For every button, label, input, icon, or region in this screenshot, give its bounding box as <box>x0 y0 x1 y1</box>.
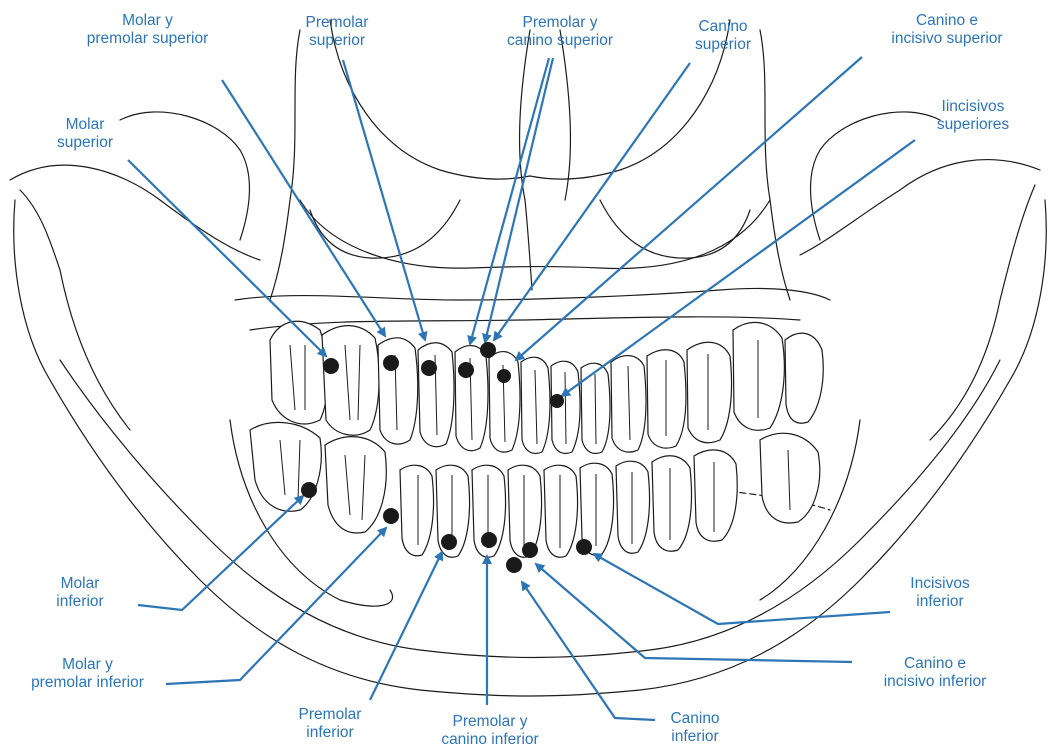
dot-canino-inferior <box>506 557 522 573</box>
label-molar-superior: Molar superior <box>30 116 140 152</box>
dot-premolar-inferior <box>441 534 457 550</box>
dot-premolar-superior <box>421 360 437 376</box>
leader-premolar-inferior <box>370 552 442 700</box>
leader-canino-incisivo-inferior <box>536 564 852 662</box>
label-premolar-inferior: Premolar inferior <box>275 706 385 742</box>
dot-molar-superior <box>323 358 339 374</box>
leader-canino-superior <box>494 63 690 340</box>
label-molar-premolar-inferior: Molar y premolar inferior <box>0 656 175 692</box>
label-canino-superior: Canino superior <box>668 18 778 54</box>
leader-canino-incisivo-superior <box>516 57 862 360</box>
dot-incisivos-inferior <box>576 539 592 555</box>
label-incisivos-superiores: Iincisivos superiores <box>898 98 1048 134</box>
label-premolar-superior: Premolar superior <box>282 14 392 50</box>
leader-molar-superior <box>128 160 326 356</box>
label-molar-inferior: Molar inferior <box>30 575 130 611</box>
dot-premolar-canino-inferior <box>481 532 497 548</box>
label-premolar-canino-inferior: Premolar y canino inferior <box>415 713 565 749</box>
leader-molar-inferior <box>138 496 303 610</box>
leader-canino-inferior <box>522 582 655 720</box>
dot-premolar-canino-superior <box>458 362 474 378</box>
dot-molar-premolar-superior <box>383 355 399 371</box>
label-molar-premolar-superior: Molar y premolar superior <box>60 12 235 48</box>
upper-teeth <box>270 321 823 453</box>
dot-canino-incisivo-superior <box>497 369 511 383</box>
label-canino-inferior: Canino inferior <box>640 710 750 746</box>
label-premolar-canino-superior: Premolar y canino superior <box>480 14 640 50</box>
dot-molar-premolar-inferior <box>383 508 399 524</box>
leader-incisivos-inferior <box>594 554 890 624</box>
label-incisivos-inferior: Incisivos inferior <box>880 575 1000 611</box>
label-canino-incisivo-superior: Canino e incisivo superior <box>852 12 1042 48</box>
leader-molar-premolar-inferior <box>166 528 386 684</box>
dot-canino-superior <box>480 342 496 358</box>
dot-incisivos-superiores <box>550 394 564 408</box>
dot-canino-incisivo-inferior <box>522 542 538 558</box>
dot-molar-inferior <box>301 482 317 498</box>
label-canino-incisivo-inferior: Canino e incisivo inferior <box>845 655 1025 691</box>
leader-premolar-canino-superior-a <box>470 58 549 344</box>
